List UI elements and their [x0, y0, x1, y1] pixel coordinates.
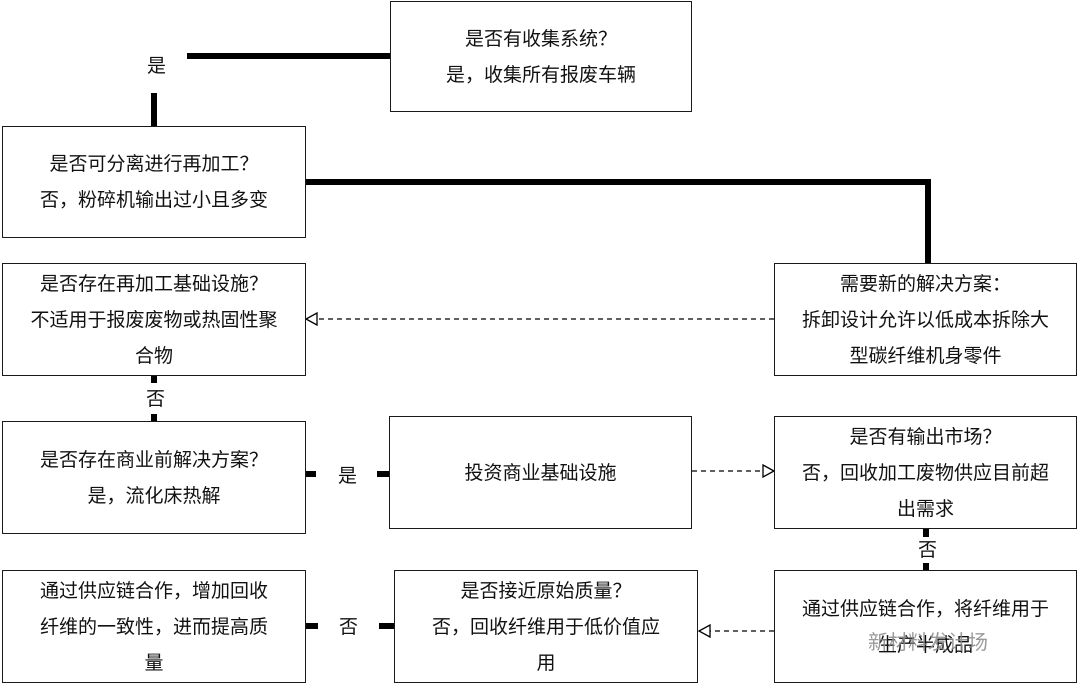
- node-output-market-line1: 是否有输出市场？: [849, 425, 1002, 448]
- node-improve-consistency-line1: 通过供应链合作，增加回收: [39, 579, 268, 602]
- edge-label-precommercial-yes: 是: [336, 465, 360, 487]
- node-new-solution-needed: 需要新的解决方案： 拆卸设计允许以低成本拆除大 型碳纤维机身零件: [774, 263, 1077, 376]
- node-output-market-line2: 否，回收加工废物供应目前超: [801, 461, 1049, 484]
- edge-label-collect-yes: 是: [145, 55, 169, 77]
- node-new-solution-needed-line3: 型碳纤维机身零件: [849, 344, 1002, 367]
- node-reprocessing-infrastructure-line1: 是否存在再加工基础设施？: [39, 272, 268, 295]
- node-separable-reprocessing-line2: 否，粉碎机输出过小且多变: [39, 189, 268, 211]
- node-improve-consistency-line2: 纤维的一致性，进而提高质: [39, 615, 268, 638]
- node-semifinished-products-line1: 通过供应链合作，将纤维用于: [801, 597, 1049, 620]
- edge-label-quality-no: 否: [337, 616, 361, 638]
- watermark: 新材料发计场: [868, 630, 988, 654]
- node-improve-consistency-line3: 量: [144, 651, 164, 674]
- node-collection-system-line1: 是否有收集系统？: [464, 27, 617, 50]
- node-new-solution-needed-line1: 需要新的解决方案：: [839, 272, 1011, 295]
- node-separable-reprocessing: 是否可分离进行再加工？ 否，粉碎机输出过小且多变: [2, 126, 306, 238]
- node-invest-commercial-infrastructure: 投资商业基础设施: [389, 416, 692, 529]
- edge-separate-to-newsol: [306, 179, 931, 263]
- node-near-original-quality: 是否接近原始质量？ 否，回收纤维用于低价值应 用: [394, 570, 698, 683]
- edge-label-infra-no: 否: [144, 388, 168, 410]
- node-reprocessing-infrastructure-line2: 不适用于报废废物或热固性聚: [30, 308, 278, 331]
- edge-label-market-no: 否: [916, 539, 940, 561]
- node-near-original-quality-line1: 是否接近原始质量？: [460, 579, 632, 602]
- node-new-solution-needed-line2: 拆卸设计允许以低成本拆除大: [801, 308, 1049, 331]
- node-near-original-quality-line2: 否，回收纤维用于低价值应: [431, 615, 660, 638]
- node-improve-consistency: 通过供应链合作，增加回收 纤维的一致性，进而提高质 量: [2, 570, 306, 683]
- node-collection-system: 是否有收集系统？ 是，收集所有报废车辆: [390, 1, 692, 112]
- node-invest-commercial-infrastructure-line1: 投资商业基础设施: [464, 461, 617, 484]
- node-separable-reprocessing-line1: 是否可分离进行再加工？: [49, 153, 259, 175]
- node-output-market-line3: 出需求: [896, 497, 954, 520]
- node-output-market: 是否有输出市场？ 否，回收加工废物供应目前超 出需求: [774, 416, 1077, 529]
- node-precommercial-solution-line2: 是，流化床热解: [87, 484, 221, 507]
- node-semifinished-products-line2: 生产半成品: [877, 633, 973, 656]
- node-precommercial-solution: 是否存在商业前解决方案？ 是，流化床热解: [2, 421, 306, 534]
- node-near-original-quality-line3: 用: [536, 651, 556, 674]
- node-reprocessing-infrastructure-line3: 合物: [134, 344, 173, 367]
- node-precommercial-solution-line1: 是否存在商业前解决方案？: [39, 448, 268, 471]
- node-collection-system-line2: 是，收集所有报废车辆: [445, 63, 636, 86]
- node-semifinished-products: 通过供应链合作，将纤维用于 生产半成品: [774, 570, 1077, 683]
- node-reprocessing-infrastructure: 是否存在再加工基础设施？ 不适用于报废废物或热固性聚 合物: [2, 263, 306, 376]
